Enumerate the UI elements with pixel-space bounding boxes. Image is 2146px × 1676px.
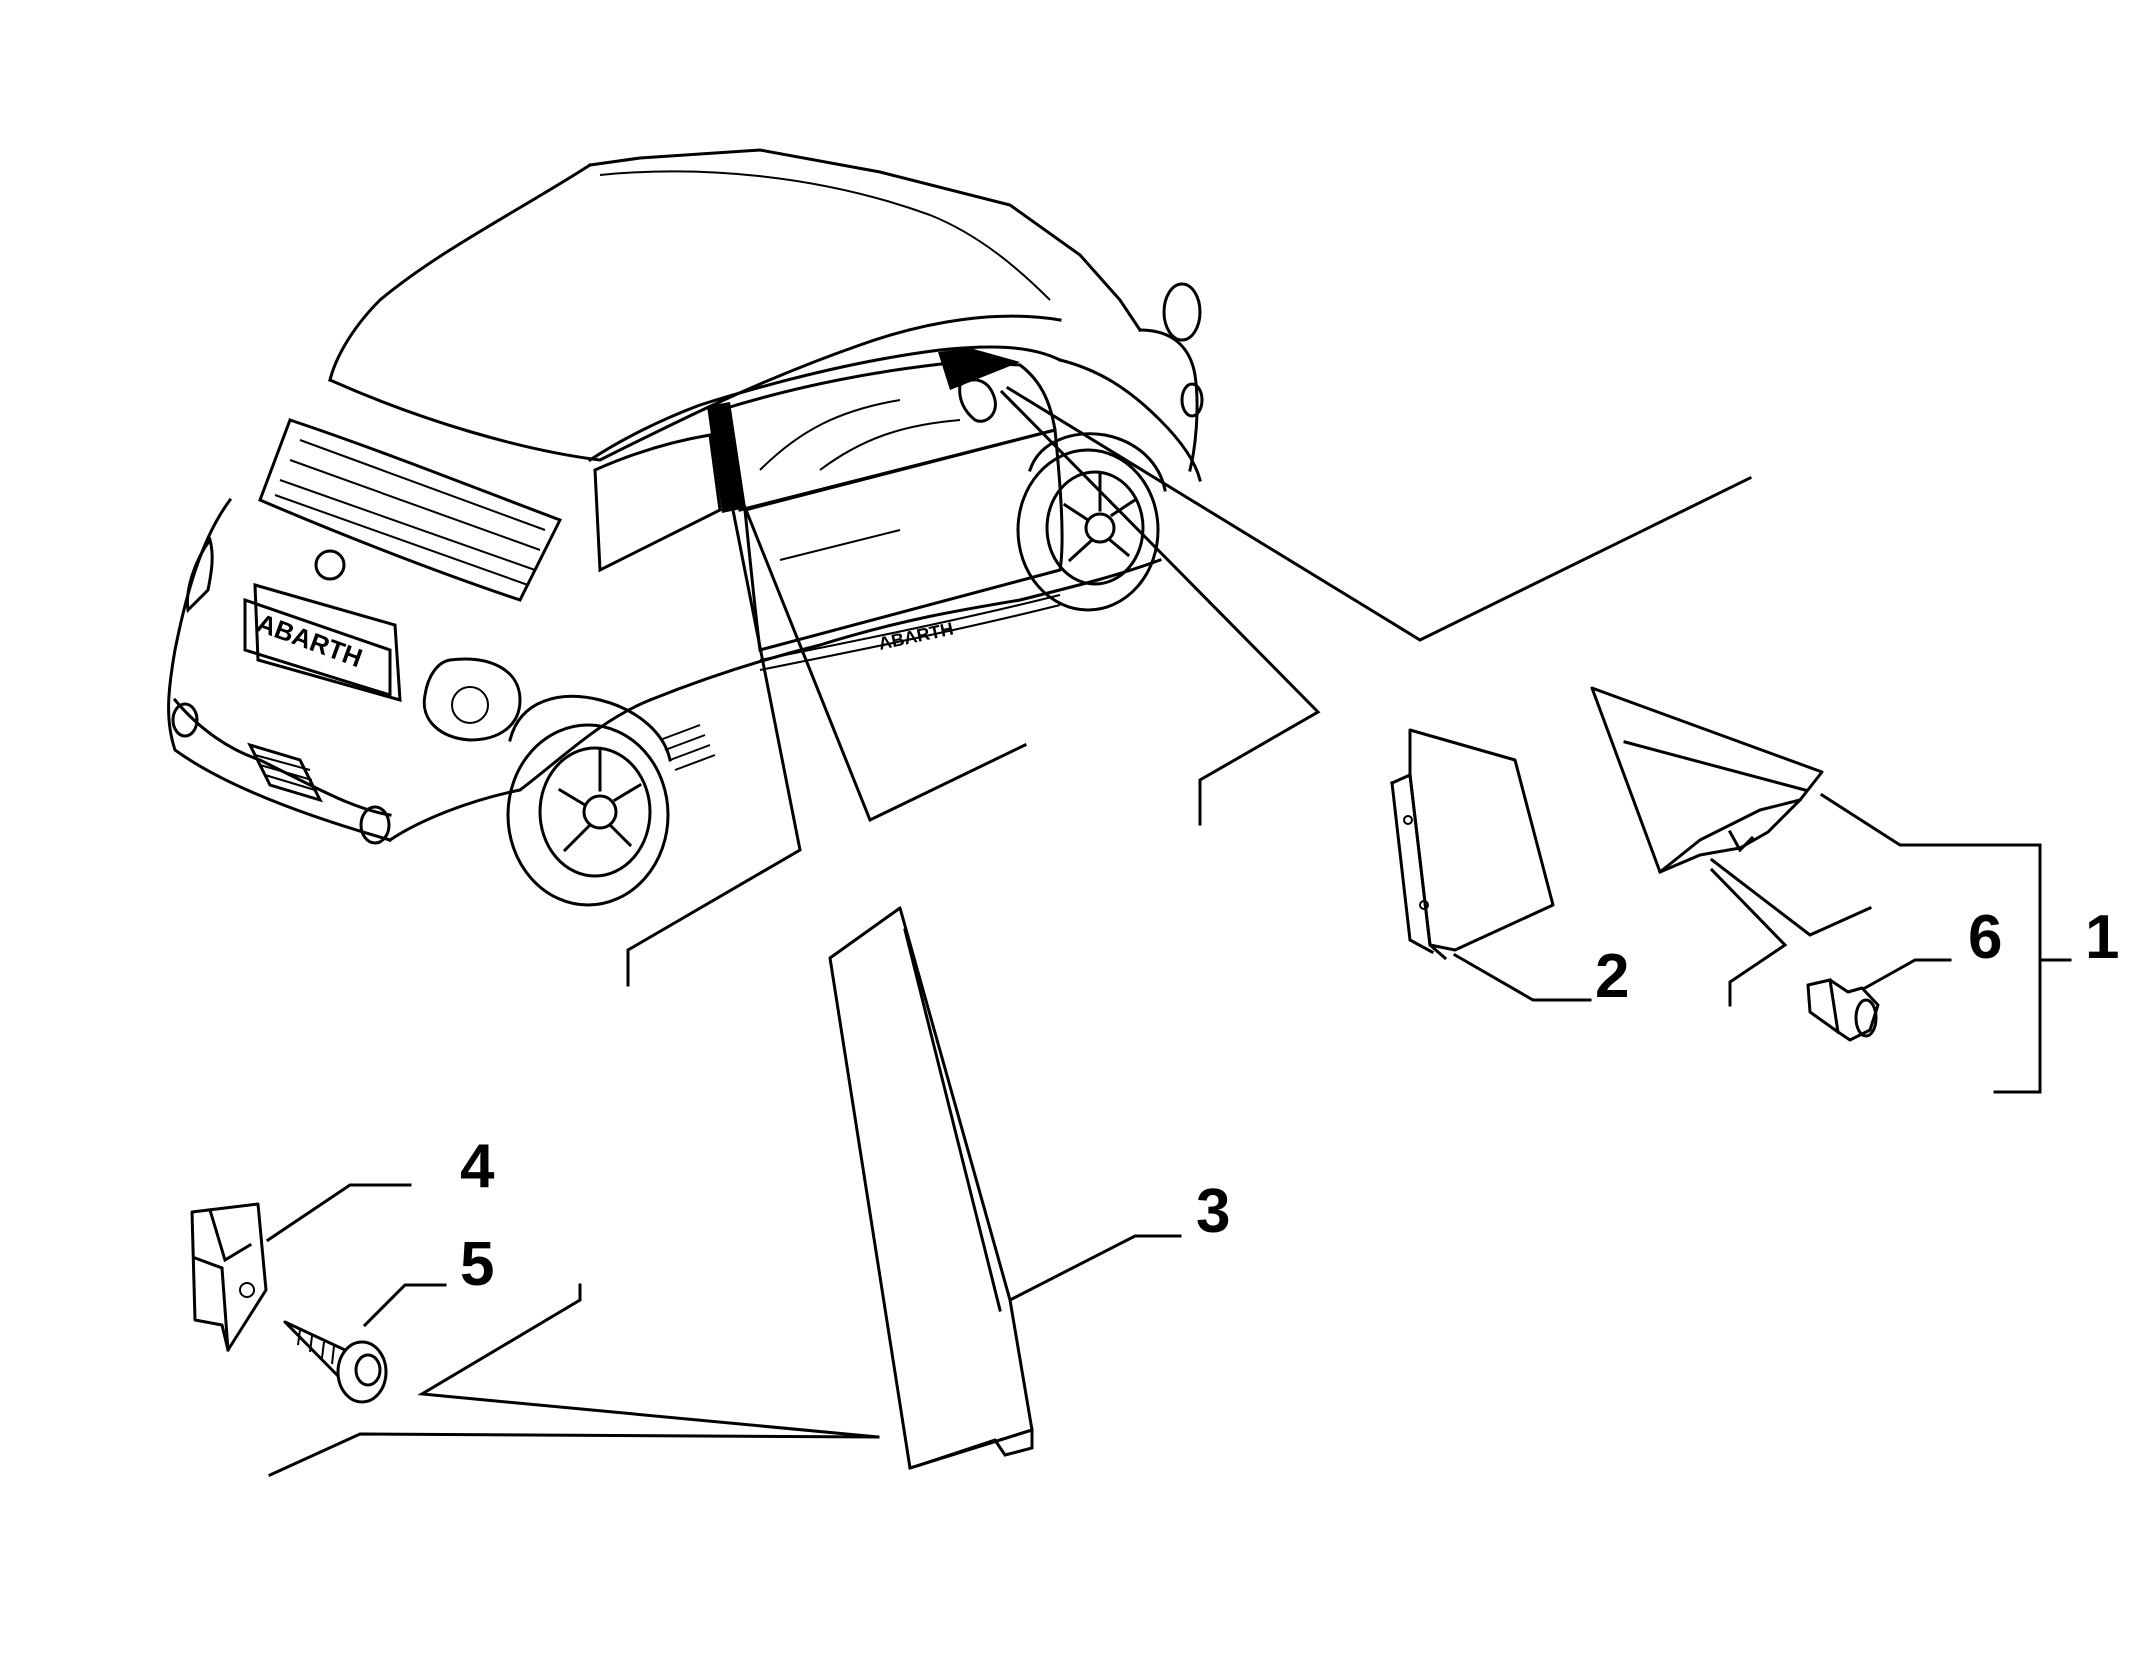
- side-decal-text: ABARTH: [877, 619, 955, 654]
- car-illustration: ABARTH ABARTH: [167, 148, 1204, 907]
- part-5-screw: [283, 1320, 388, 1404]
- part-2-trim-panel: [1390, 728, 1555, 961]
- part-4-clip-nut: [190, 1202, 268, 1352]
- highlight-b-pillar: [707, 402, 746, 513]
- part-6-push-clip: [1806, 978, 1880, 1042]
- callout-3: 3: [1196, 1177, 1230, 1246]
- leader-lines: [265, 385, 2072, 1477]
- highlight-mirror-sail: [938, 348, 1020, 390]
- callout-5: 5: [460, 1230, 494, 1299]
- part-1-mirror-sail: [1590, 686, 1824, 874]
- callout-2: 2: [1595, 942, 1629, 1011]
- part-3-b-pillar-trim: [828, 906, 1034, 1470]
- callout-1: 1: [2085, 903, 2119, 972]
- callout-6: 6: [1968, 903, 2002, 972]
- callout-4: 4: [460, 1132, 495, 1201]
